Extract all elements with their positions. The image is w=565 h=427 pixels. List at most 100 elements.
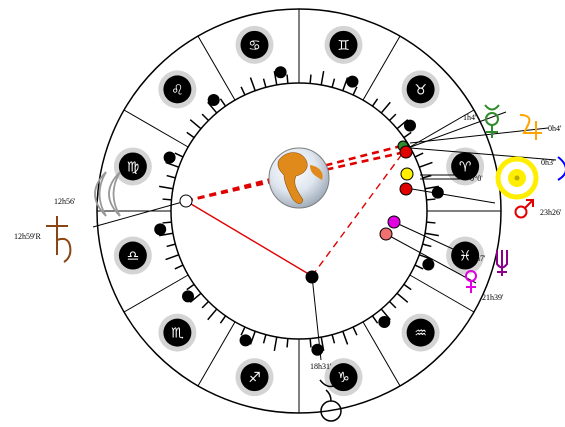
degree-tick xyxy=(219,98,227,107)
sign-marker xyxy=(182,290,195,303)
sun-icon xyxy=(495,156,539,200)
venus-marker xyxy=(379,227,393,241)
sign-marker xyxy=(274,66,287,79)
svg-text:♌: ♌ xyxy=(171,82,184,98)
sign-divider xyxy=(123,274,189,313)
neptune-icon xyxy=(557,156,565,181)
sign-marker xyxy=(154,223,167,236)
degree-tick xyxy=(186,283,195,291)
aspect-line xyxy=(185,200,313,277)
degree-ticks xyxy=(159,71,439,351)
degree-tick xyxy=(249,77,256,91)
jupiter-icon xyxy=(519,114,542,140)
uranus-marker xyxy=(387,215,401,229)
saturn-icon xyxy=(46,216,72,263)
sign-marker xyxy=(239,334,252,347)
inner-ring xyxy=(170,82,428,340)
jupiter-position: 0h4' xyxy=(548,124,562,133)
pluto-icon xyxy=(319,379,343,422)
sign-marker xyxy=(207,94,220,107)
degree-tick xyxy=(352,86,358,96)
taurus-icon: ♉ xyxy=(401,70,440,109)
degree-tick xyxy=(207,308,218,321)
degree-tick xyxy=(174,152,184,158)
neptune-position: 0h3' xyxy=(541,158,555,167)
svg-text:♍: ♍ xyxy=(127,159,140,175)
sign-marker xyxy=(431,186,444,199)
degree-tick xyxy=(403,283,412,291)
sign-divider xyxy=(409,109,475,148)
degree-tick xyxy=(174,264,184,270)
svg-text:♋: ♋ xyxy=(248,38,261,54)
pluto-marker xyxy=(305,270,319,284)
degree-tick xyxy=(380,101,391,114)
degree-tick xyxy=(426,198,436,201)
degree-tick xyxy=(273,336,278,351)
degree-tick xyxy=(201,300,210,309)
uranus-position: 22h7' xyxy=(468,254,486,263)
degree-tick xyxy=(240,326,246,336)
sun-marker xyxy=(400,167,414,181)
degree-tick xyxy=(371,98,379,107)
degree-tick xyxy=(162,221,172,224)
mercury-icon xyxy=(484,104,500,138)
mercury-position: 1h4' xyxy=(463,113,477,122)
sign-divider xyxy=(123,109,189,148)
degree-tick xyxy=(309,338,312,348)
svg-text:♐: ♐ xyxy=(248,370,261,386)
degree-tick xyxy=(159,185,174,190)
degree-tick xyxy=(162,198,172,201)
degree-tick xyxy=(371,315,379,324)
svg-text:♊: ♊ xyxy=(337,38,350,54)
svg-text:♈: ♈ xyxy=(459,159,472,175)
degree-tick xyxy=(414,264,424,270)
sun-position: 0°0' xyxy=(470,174,483,183)
sign-divider xyxy=(197,321,236,387)
sign-divider xyxy=(197,35,236,101)
svg-text:♒: ♒ xyxy=(414,326,427,342)
degree-tick xyxy=(422,174,432,179)
degree-tick xyxy=(388,113,397,122)
gemini-icon: ♊ xyxy=(324,25,363,64)
venus-position: 21h39' xyxy=(482,293,504,302)
degree-tick xyxy=(320,71,325,86)
degree-tick xyxy=(262,78,267,88)
degree-tick xyxy=(240,86,246,96)
mars-position: 23h26' xyxy=(540,208,562,217)
degree-tick xyxy=(424,232,439,237)
globe-icon xyxy=(268,147,330,209)
degree-tick xyxy=(219,315,227,324)
svg-text:♎: ♎ xyxy=(127,249,140,265)
svg-text:♉: ♉ xyxy=(414,82,427,98)
aspect-line xyxy=(311,149,406,277)
degree-tick xyxy=(165,254,179,261)
sign-marker xyxy=(403,119,416,132)
leo-icon: ♌ xyxy=(158,70,197,109)
degree-tick xyxy=(286,74,289,84)
aries-icon: ♈ xyxy=(446,147,485,186)
virgo-icon: ♍ xyxy=(113,147,152,186)
sign-marker xyxy=(311,343,324,356)
degree-tick xyxy=(262,334,267,344)
degree-tick xyxy=(309,74,312,84)
degree-tick xyxy=(403,131,412,139)
degree-tick xyxy=(414,152,424,158)
uranus-icon xyxy=(496,250,508,276)
planet-markers xyxy=(179,140,414,284)
degree-tick xyxy=(331,334,336,344)
venus-icon xyxy=(465,270,477,293)
degree-tick xyxy=(419,161,433,168)
degree-tick xyxy=(422,243,432,248)
saturn-position: 12h59'R xyxy=(14,232,41,241)
svg-text:♑: ♑ xyxy=(337,370,350,386)
degree-tick xyxy=(201,113,210,122)
libra-icon: ♎ xyxy=(113,236,152,275)
moon-marker xyxy=(179,194,193,208)
cancer-icon: ♋ xyxy=(235,25,274,64)
degree-tick xyxy=(286,338,289,348)
sign-marker xyxy=(378,315,391,328)
degree-tick xyxy=(166,243,176,248)
degree-tick xyxy=(331,78,336,88)
sign-divider xyxy=(362,35,401,101)
